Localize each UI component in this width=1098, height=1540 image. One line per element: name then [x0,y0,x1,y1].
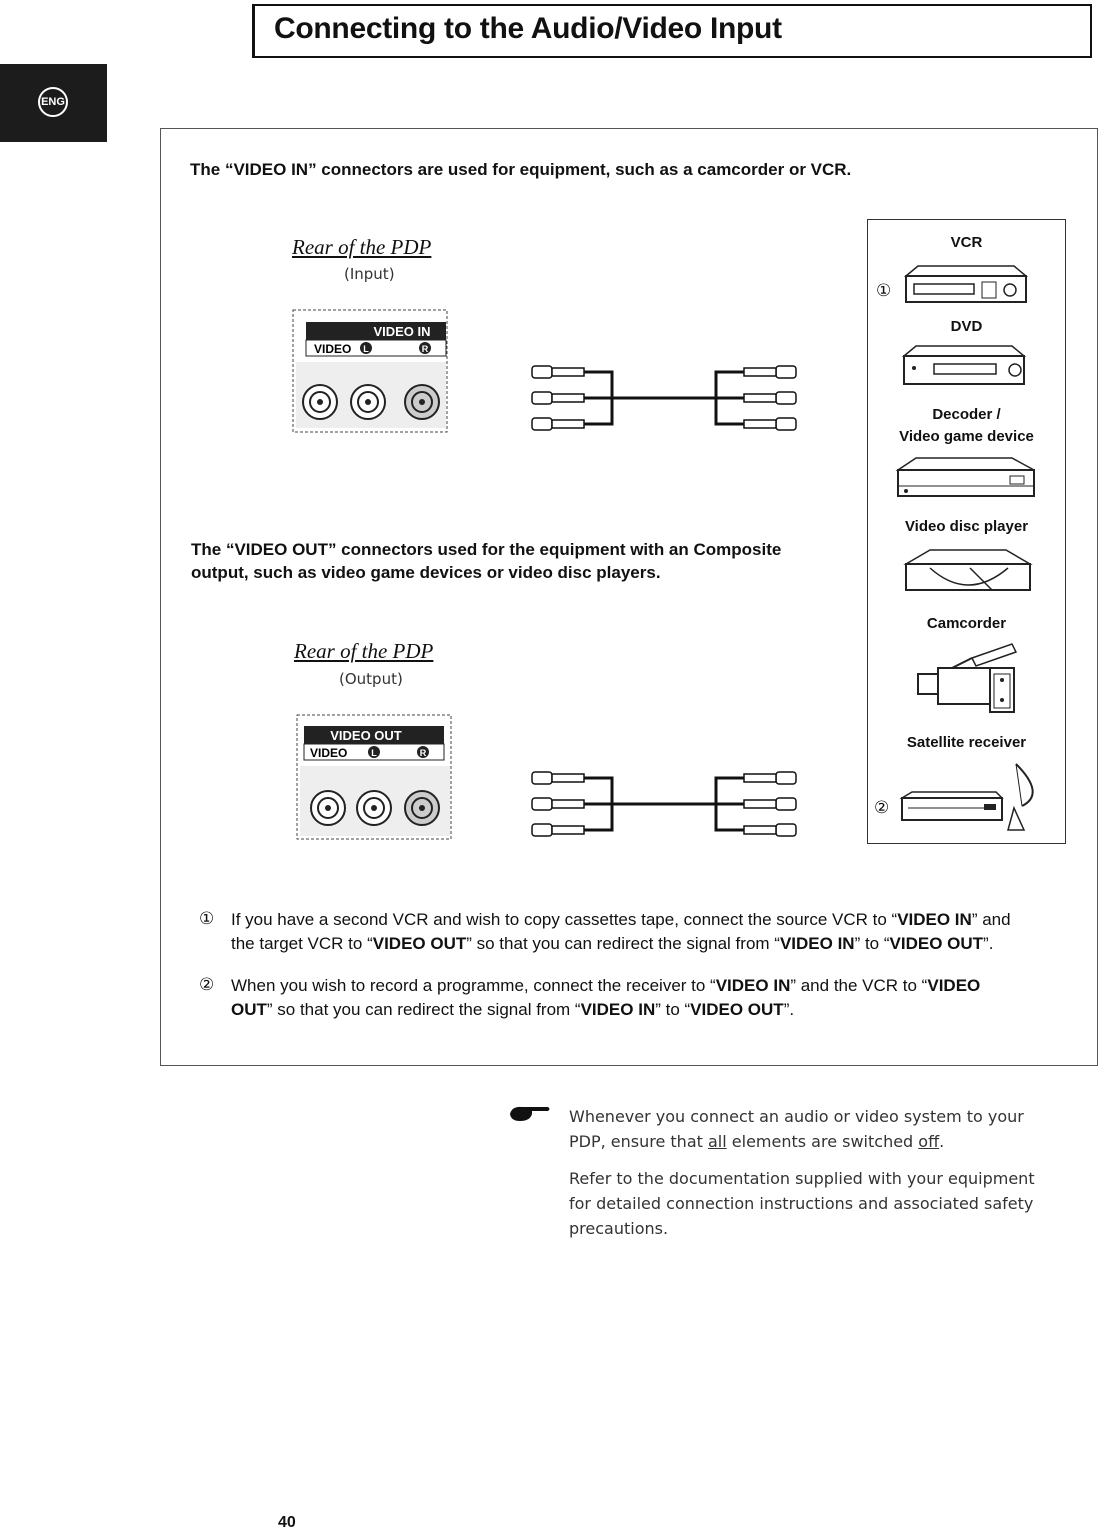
advice-paragraph-2-line-2: for detailed connection instructions and… [569,1194,1034,1213]
title-frame [252,4,1092,58]
intro-video-out-line2: output, such as video game devices or vi… [191,563,661,582]
output-cable-diagram [531,771,797,837]
note-1-line-1: If you have a second VCR and wish to cop… [231,910,1011,929]
video-in-panel-diagram: VIDEO IN VIDEO L R [292,309,448,433]
vcr-icon [903,265,1029,303]
device-list-frame [867,219,1066,844]
right-channel-label: R [422,344,429,354]
rca-jack-video [310,790,346,826]
device-camcorder-label: Camcorder [926,615,1007,632]
advice-paragraph-1-line-1: Whenever you connect an audio or video s… [569,1107,1024,1126]
pointing-hand-icon [510,1106,550,1121]
rca-jack-right [404,384,440,420]
satellite-receiver-icon [899,763,1034,831]
device-decoder-label-2: Video game device [899,428,1034,445]
input-cable-diagram [531,365,797,431]
device-decoder-label-1: Decoder / [932,406,1001,423]
note-1-number: ① [199,909,215,929]
rear-heading-input: Rear of the PDP [292,235,432,259]
page-number: 40 [278,1514,296,1531]
left-channel-label: L [363,344,369,354]
rca-jack-left [350,384,386,420]
advice-paragraph-2-line-3: precautions. [569,1219,669,1238]
disc-player-icon [903,549,1033,591]
rear-heading-output: Rear of the PDP [294,639,434,663]
decoder-icon [895,457,1035,497]
intro-video-in: The “VIDEO IN” connectors are used for e… [190,160,852,179]
note-1-line-2: the target VCR to “VIDEO OUT” so that yo… [231,934,994,953]
device-dvd-label: DVD [950,318,983,335]
device-vcr-label: VCR [950,234,983,251]
rca-jack-right [404,790,440,826]
camcorder-icon [917,643,1018,713]
language-badge-label: ENG [38,87,68,117]
video-label: VIDEO [314,342,351,356]
device-number-1: ① [876,281,892,301]
rear-sub-output: (Output) [339,670,403,688]
device-number-2: ② [874,798,890,818]
device-satellite-label: Satellite receiver [906,734,1027,751]
page-title: Connecting to the Audio/Video Input [274,12,782,45]
note-2-line-2: OUT” so that you can redirect the signal… [231,1000,795,1019]
advice-paragraph-2-line-1: Refer to the documentation supplied with… [569,1169,1035,1188]
rear-sub-input: (Input) [344,265,395,283]
device-disc-player-label: Video disc player [904,518,1029,535]
left-channel-label: L [371,748,377,758]
dvd-icon [901,345,1027,385]
video-label: VIDEO [310,746,347,760]
video-out-label: VIDEO OUT [330,728,402,743]
advice-paragraph-1-line-2: PDP, ensure that all elements are switch… [569,1132,945,1151]
rca-jack-left [356,790,392,826]
video-out-panel-diagram: VIDEO OUT VIDEO L R [296,714,452,840]
intro-video-out-line1: The “VIDEO OUT” connectors used for the … [191,540,782,559]
note-2-number: ② [199,975,215,995]
right-channel-label: R [420,748,427,758]
rca-jack-video [302,384,338,420]
video-in-label: VIDEO IN [373,324,430,339]
note-2-line-1: When you wish to record a programme, con… [231,976,981,995]
